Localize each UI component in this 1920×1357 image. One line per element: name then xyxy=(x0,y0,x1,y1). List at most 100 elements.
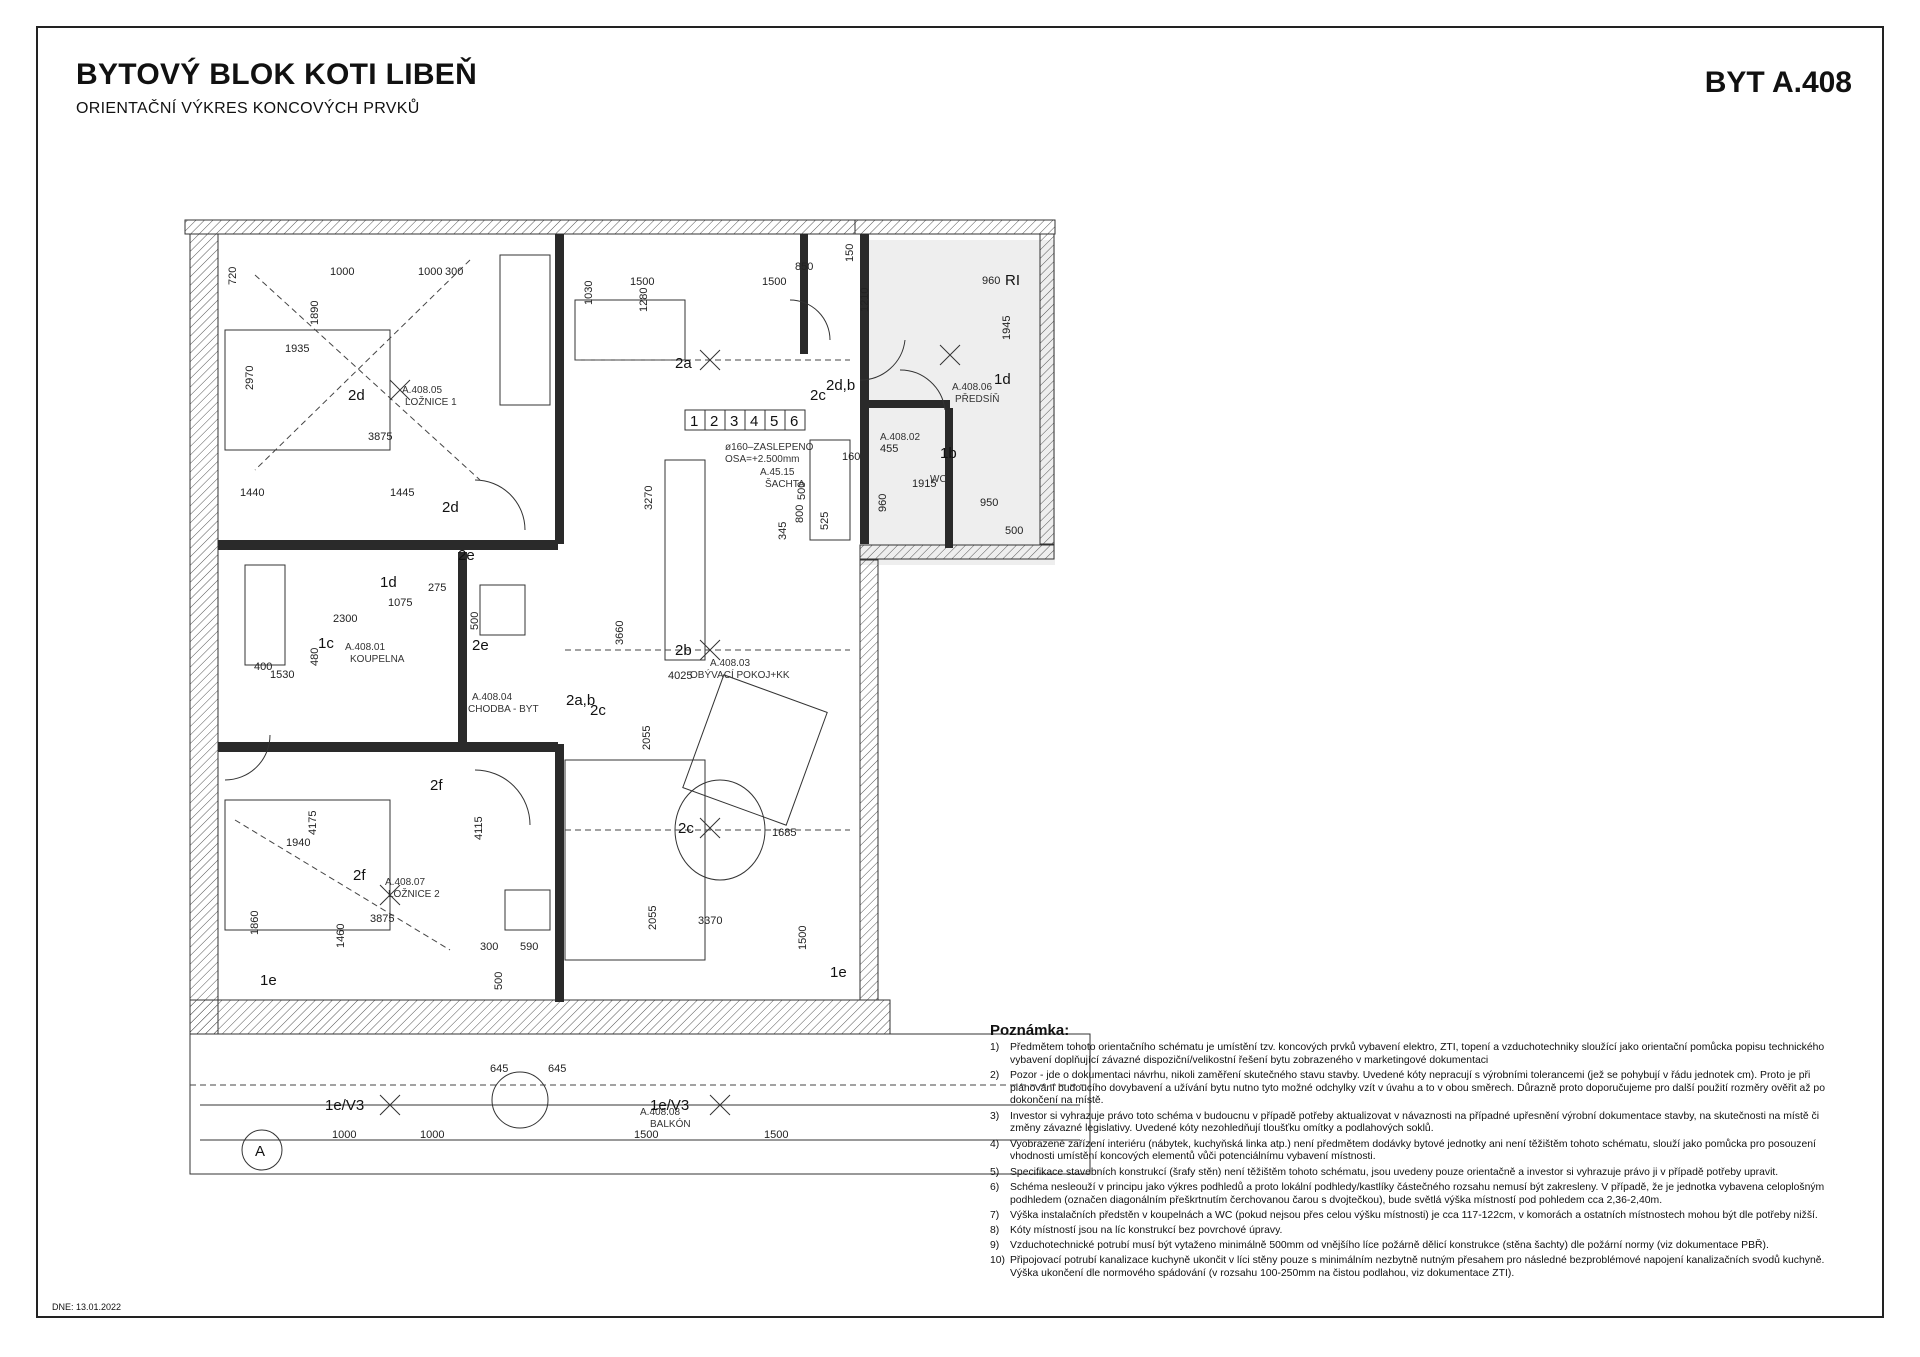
room-name: WC xyxy=(930,474,947,485)
element-marks xyxy=(379,344,961,1116)
note-text: Vyobrazené zařízení interiéru (nábytek, … xyxy=(1010,1138,1816,1163)
element-label: 2c xyxy=(810,387,826,404)
element-label: 1e xyxy=(830,964,847,981)
dimension-label: 300 xyxy=(445,266,463,278)
dimension-label: 960 xyxy=(982,275,1000,287)
room-name: ŠACHTA xyxy=(765,477,805,490)
dimension-label: 1945 xyxy=(1001,316,1013,340)
room-name: BALKÓN xyxy=(650,1117,691,1130)
dimension-label: 455 xyxy=(880,443,898,455)
room-code: A.408.07 xyxy=(385,877,425,888)
dimension-label: 500 xyxy=(1005,525,1023,537)
element-label: 2b xyxy=(675,642,692,659)
element-labels: 2a 2b 2c 2d 2d 2e 2e 2f 2f 1c 1d 1d 1e 1… xyxy=(255,272,1020,1160)
notes-panel: Poznámka: 1)Předmětem tohoto orientačníh… xyxy=(990,1022,1832,1283)
note-text: Investor si vyhrazuje právo toto schéma … xyxy=(1010,1110,1819,1135)
unit-id: BYT A.408 xyxy=(1704,66,1852,99)
exterior-walls xyxy=(184,219,1056,1035)
dimension-label: 800 xyxy=(794,505,806,523)
drawing-title: BYTOVÝ BLOK KOTI LIBEŇ xyxy=(76,58,478,91)
room-code: A.408.05 xyxy=(402,385,442,396)
dimension-label: 2055 xyxy=(647,906,659,930)
room-code: A.408.02 xyxy=(880,432,920,443)
furniture xyxy=(224,254,851,961)
note-item: 10)Připojovací potrubí kanalizace kuchyn… xyxy=(990,1255,1832,1281)
element-label: 1d xyxy=(380,574,397,591)
dimension-label: 1940 xyxy=(286,837,310,849)
drawing-date: DNE: 13.01.2022 xyxy=(52,1302,122,1312)
room-code: A.408.01 xyxy=(345,642,385,653)
dimension-label: 1915 xyxy=(912,478,936,490)
dimension-label: 300 xyxy=(480,941,498,953)
dimension-label: 1000 xyxy=(332,1129,356,1141)
element-label: 2a xyxy=(675,355,692,372)
dimension-label: 4175 xyxy=(307,811,319,835)
dimension-label: 4115 xyxy=(473,816,485,840)
dimension-label: 2055 xyxy=(641,726,653,750)
note-item: 9) Vzduchotechnické potrubí musí být vyta… xyxy=(990,1240,1832,1253)
room-name: LOŽNICE 2 xyxy=(388,887,440,900)
note-item: 2)Pozor - jde o dokumentaci návrhu, niko… xyxy=(990,1070,1832,1108)
dimension-label: 2300 xyxy=(333,613,357,625)
dimension-label: 1000 xyxy=(420,1129,444,1141)
dimension-label: 2970 xyxy=(244,366,256,390)
element-label: 2e xyxy=(458,547,475,564)
element-label: 2d xyxy=(348,387,365,404)
note-label: ø160–ZASLEPENO xyxy=(725,442,814,453)
dimension-label: 1530 xyxy=(270,669,294,681)
dimension-label: 500 xyxy=(493,972,505,990)
dimension-label: 150 xyxy=(844,244,856,262)
note-number: 5) xyxy=(990,1166,1000,1178)
dimension-label: 1500 xyxy=(797,926,809,950)
dimension-label: 400 xyxy=(254,661,272,673)
note-text: Vzduchotechnické potrubí musí být vytaže… xyxy=(1010,1240,1769,1252)
dimension-label: 1445 xyxy=(390,487,414,499)
room-code: A.408.06 xyxy=(952,382,992,393)
note-text: Specifikace stavebních konstrukcí (šrafy… xyxy=(1010,1166,1779,1178)
box-number: 6 xyxy=(790,413,798,430)
box-number: 4 xyxy=(750,413,758,430)
box-number: 3 xyxy=(730,413,738,430)
note-number: 9) xyxy=(990,1240,1000,1252)
door-swings xyxy=(224,299,946,826)
element-label: 2d,b xyxy=(826,377,855,394)
dimension-label: 1890 xyxy=(309,301,321,325)
element-label: 2a,b xyxy=(566,692,595,709)
dimension-label: 480 xyxy=(309,648,321,666)
grid-axis-label: A xyxy=(255,1143,265,1160)
balcony xyxy=(189,1033,1091,1175)
dimension-label: 1210 xyxy=(859,288,871,312)
dimension-label: 500 xyxy=(796,482,808,500)
box-number: 1 xyxy=(690,413,698,430)
interior-walls xyxy=(218,234,953,1002)
light-lines xyxy=(234,259,850,951)
notes-title: Poznámka: xyxy=(990,1022,1070,1039)
dimension-label: 1440 xyxy=(240,487,264,499)
dimension-label: 525 xyxy=(819,512,831,530)
dimension-label: 1000 xyxy=(418,266,442,278)
dimension-label: 645 xyxy=(490,1063,508,1075)
note-item: 3)Investor si vyhrazuje právo toto schém… xyxy=(990,1111,1832,1137)
room-name: CHODBA - BYT xyxy=(468,704,539,715)
note-item: 5) Specifikace stavebních konstrukcí (šra… xyxy=(990,1167,1832,1180)
room-code: A.408.04 xyxy=(472,692,512,703)
note-text: Kóty místností jsou na líc konstrukcí be… xyxy=(1010,1224,1283,1236)
dimension-label: 1460 xyxy=(335,924,347,948)
element-label: 1e/V3 xyxy=(650,1097,689,1114)
room-name: OBÝVACÍ POKOJ+KK xyxy=(690,668,790,681)
dimension-label: 160 xyxy=(842,451,860,463)
dimension-label: 960 xyxy=(877,494,889,512)
room-code: A.45.15 xyxy=(760,467,795,478)
dimension-label: 3270 xyxy=(643,486,655,510)
drawing-subtitle: ORIENTAČNÍ VÝKRES KONCOVÝCH PRVKŮ xyxy=(76,100,420,117)
dimension-label: 275 xyxy=(428,582,446,594)
number-boxes: 1 2 3 4 5 6 xyxy=(684,409,806,431)
note-item: 8)Kóty místností jsou na líc konstrukcí … xyxy=(990,1225,1832,1238)
grid-axis-marker xyxy=(241,1129,283,1171)
dimension-label: 850 xyxy=(795,261,813,273)
note-text: Předmětem tohoto orientačního schématu j… xyxy=(1010,1041,1825,1066)
dimension-label: 590 xyxy=(520,941,538,953)
note-item: 4)Vyobrazené zařízení interiéru (nábytek… xyxy=(990,1139,1832,1165)
box-number: 5 xyxy=(770,413,778,430)
room-labels: A.408.05 LOŽNICE 1 A.408.06 PŘEDSÍŇ A.40… xyxy=(345,382,999,1130)
